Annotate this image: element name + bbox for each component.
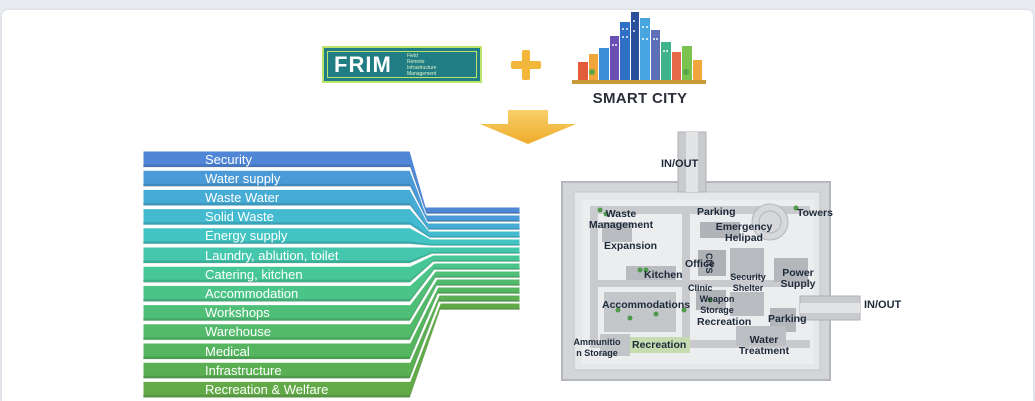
map-label-towers: Towers xyxy=(797,207,833,219)
category-bar xyxy=(142,227,521,247)
category-label: Catering, kitchen xyxy=(205,266,303,282)
map-label-ammunition-storage: Ammunitio n Storage xyxy=(573,337,621,358)
category-bar xyxy=(142,262,521,303)
frim-sub-line: Infrastructure xyxy=(407,65,437,71)
category-label: Energy supply xyxy=(205,228,288,244)
frim-logo-subtitle: Field Remote Infrastructure Management xyxy=(407,53,477,77)
map-label-clinic: Clinic xyxy=(688,283,713,293)
map-label-recreation-center: Recreation xyxy=(697,316,752,328)
in-out-top-label: IN/OUT xyxy=(661,158,699,170)
frim-logo-word: FRIM xyxy=(334,52,392,77)
map-label-weapon-storage: Weapon Storage xyxy=(699,294,735,315)
city-skyline-icon xyxy=(572,12,706,84)
category-bar xyxy=(142,286,521,360)
category-bar xyxy=(142,270,521,322)
category-bar xyxy=(142,254,521,284)
map-label-recreation-bottom: Recreation xyxy=(632,339,687,351)
category-label: Water supply xyxy=(205,170,281,186)
map-label-water-treatment: Water Treatment xyxy=(738,334,790,357)
category-bar xyxy=(142,278,521,341)
category-bar xyxy=(142,246,521,264)
site-layout-map xyxy=(561,131,861,381)
category-label: Warehouse xyxy=(205,324,271,340)
map-label-power-supply: Power Supply xyxy=(780,267,816,290)
map-label-accommodations: Accommodations xyxy=(602,299,691,311)
arrow-down-icon xyxy=(480,110,576,144)
category-bar xyxy=(142,302,521,399)
category-label: Recreation & Welfare xyxy=(205,381,329,397)
frim-logo: FRIM Field Remote Infrastructure Managem… xyxy=(322,46,482,83)
in-out-right-label: IN/OUT xyxy=(864,299,902,311)
category-bar xyxy=(142,294,521,380)
category-bar xyxy=(142,150,521,215)
map-label-parking-right: Parking xyxy=(768,313,807,325)
map-label-parking-top: Parking xyxy=(697,206,736,218)
frim-sub-line: Field xyxy=(407,53,418,59)
map-label-office: Office xyxy=(685,258,715,270)
category-label: Security xyxy=(205,151,252,167)
category-label: Waste Water xyxy=(205,189,280,205)
frim-logo-border xyxy=(327,51,477,78)
category-label: Infrastructure xyxy=(205,362,282,378)
category-label: Workshops xyxy=(205,305,270,321)
frim-sub-line: Remote xyxy=(407,59,425,65)
category-bar xyxy=(142,208,521,239)
map-label-waste-management: Waste Management xyxy=(588,208,654,231)
category-label: Medical xyxy=(205,343,250,359)
category-label: Solid Waste xyxy=(205,209,274,225)
category-label: Laundry, ablution, toilet xyxy=(205,247,339,263)
smart-city-title: SMART CITY xyxy=(592,90,688,107)
plus-icon xyxy=(511,50,541,80)
category-label: Accommodation xyxy=(205,285,299,301)
map-label-expansion: Expansion xyxy=(604,240,658,252)
map-label-cits: CITS xyxy=(704,253,714,274)
frim-sub-line: Management xyxy=(407,71,437,77)
map-label-emergency-helipad: Emergency Helipad xyxy=(715,221,773,244)
map-label-security-shelter: Security Shelter xyxy=(730,272,766,293)
map-label-kitchen: Kitchen xyxy=(644,269,683,281)
